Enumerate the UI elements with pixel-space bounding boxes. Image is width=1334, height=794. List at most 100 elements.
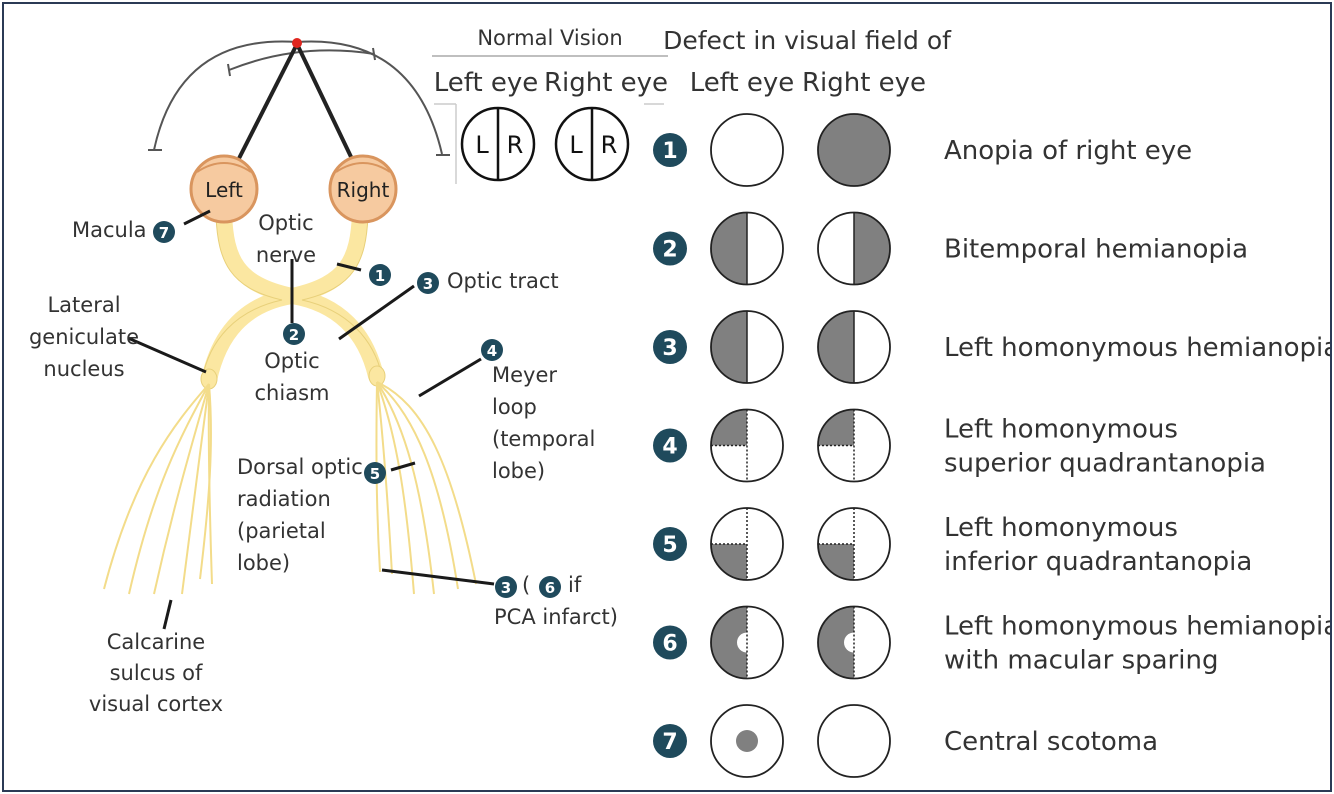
- macula-label: Macula: [72, 218, 147, 242]
- visual-pathway-diagram: Left Right Macula Optic nerve Optic trac…: [29, 26, 1330, 778]
- meyer-pointer: [418, 357, 482, 398]
- svg-text:L: L: [569, 131, 583, 159]
- dorsal-label-2: radiation: [237, 487, 331, 511]
- normal-right-eye-heading: Right eye: [544, 68, 668, 98]
- left-eye-field: [710, 605, 784, 680]
- pca-infarct-label: PCA infarct): [494, 605, 618, 629]
- right-eye-field: [817, 605, 891, 680]
- dorsal-pointer: [390, 461, 416, 472]
- pathway-badge-3-cortex: 3: [495, 576, 517, 598]
- defect-row: 4 Left homonymous superior quadrantanopia: [653, 408, 1266, 483]
- defect-label: Left homonymous hemianopia: [944, 333, 1330, 363]
- left-eye-field: [710, 704, 784, 778]
- right-eye-field: [817, 211, 891, 286]
- pathway-badge-5: 5: [364, 462, 386, 484]
- defect-number-text: 6: [662, 632, 677, 657]
- defect-number-badge: 5: [653, 527, 687, 561]
- defect-number-text: 5: [662, 533, 677, 558]
- right-eye-field: [817, 113, 891, 187]
- meyer-label-4: lobe): [492, 459, 545, 483]
- visual-field-arc: [153, 40, 443, 155]
- defect-number-badge: 7: [653, 724, 687, 758]
- optic-chiasm-label-2: chiasm: [255, 381, 330, 405]
- right-eyeball: Right: [328, 154, 398, 224]
- svg-text:R: R: [507, 131, 524, 159]
- defect-label: Anopia of right eye: [944, 136, 1192, 166]
- cortex-pointer: [381, 568, 495, 586]
- normal-vision-heading: Normal Vision: [477, 26, 622, 50]
- svg-text:6: 6: [545, 579, 555, 597]
- radiation-fiber: [376, 381, 415, 595]
- defect-label: superior quadrantanopia: [944, 449, 1266, 479]
- calcarine-label-3: visual cortex: [89, 692, 223, 716]
- lgn-label-2: geniculate: [29, 325, 139, 349]
- calcarine-pointer: [162, 599, 173, 630]
- pathway-badge-1: 1: [369, 264, 391, 286]
- pca-if-label: if: [568, 573, 582, 597]
- svg-text:R: R: [601, 131, 618, 159]
- left-eye-field: [710, 507, 784, 581]
- meyer-label-3: (temporal: [492, 427, 595, 451]
- svg-text:5: 5: [370, 465, 380, 483]
- radiation-fiber: [376, 381, 459, 590]
- radiation-fiber: [199, 383, 212, 580]
- calcarine-label-1: Calcarine: [107, 630, 205, 654]
- lgn-label-3: nucleus: [43, 357, 124, 381]
- svg-text:4: 4: [487, 342, 497, 360]
- defect-label: Left homonymous: [944, 513, 1178, 543]
- pathway-badge-4: 4: [481, 339, 503, 361]
- left-eye-field: [710, 211, 784, 286]
- optic-nerve-label-2: nerve: [256, 243, 316, 267]
- defect-label: Left homonymous hemianopia: [944, 612, 1330, 642]
- optic-nerve-label-1: Optic: [258, 211, 313, 235]
- svg-text:2: 2: [289, 326, 299, 344]
- svg-text:L: L: [475, 131, 489, 159]
- defect-number-text: 4: [662, 435, 677, 460]
- radiation-fiber: [181, 383, 210, 595]
- defect-number-badge: 6: [653, 625, 687, 660]
- left-eyeball: Left: [189, 154, 259, 224]
- defect-label: Central scotoma: [944, 727, 1158, 757]
- defect-row: 7 Central scotoma: [653, 704, 1158, 778]
- defect-number-badge: 3: [653, 330, 687, 364]
- defect-label: Bitemporal hemianopia: [944, 235, 1248, 265]
- dorsal-label-3: (parietal: [237, 519, 326, 543]
- pathway-badge-7: 7: [153, 221, 175, 243]
- lgn-label-1: Lateral: [47, 293, 120, 317]
- radiation-fiber: [103, 383, 210, 590]
- right-eye-field: [817, 704, 891, 778]
- right-eye-field: [817, 310, 891, 384]
- meyer-label-2: loop: [492, 395, 537, 419]
- radiation-fiber: [128, 383, 210, 595]
- dorsal-label-1: Dorsal optic: [237, 455, 363, 479]
- radiation-fiber: [153, 383, 210, 595]
- svg-text:1: 1: [375, 267, 385, 285]
- normal-left-eye-heading: Left eye: [434, 68, 539, 98]
- defect-number-badge: 4: [653, 428, 687, 463]
- normal-vision-left-circle: L R: [460, 106, 536, 182]
- eye-right-label: Right: [337, 178, 390, 202]
- svg-text:7: 7: [159, 224, 169, 242]
- defect-label: with macular sparing: [944, 646, 1218, 676]
- meyer-label-1: Meyer: [492, 363, 557, 387]
- fixation-point: [292, 38, 302, 48]
- optic-nerve-pointer: [336, 262, 362, 272]
- defect-number-badge: 2: [653, 231, 687, 266]
- macula-pointer: [183, 209, 211, 226]
- right-eye-field: [817, 408, 891, 483]
- left-eye-field: [710, 310, 784, 384]
- pathway-badge-3-tract: 3: [417, 272, 439, 294]
- eye-left-label: Left: [205, 178, 243, 202]
- defect-title: Defect in visual field of: [663, 26, 952, 55]
- defect-label: Left homonymous: [944, 415, 1178, 445]
- normal-vision-right-circle: L R: [554, 106, 630, 182]
- defect-number-text: 3: [662, 336, 677, 361]
- pathway-badge-2: 2: [283, 323, 305, 345]
- radiation-fiber: [376, 381, 477, 585]
- pathway-badge-6: 6: [539, 576, 561, 598]
- left-eye-field: [710, 113, 784, 187]
- right-eye-field: [817, 507, 891, 581]
- optic-radiation-fibers: [103, 381, 477, 595]
